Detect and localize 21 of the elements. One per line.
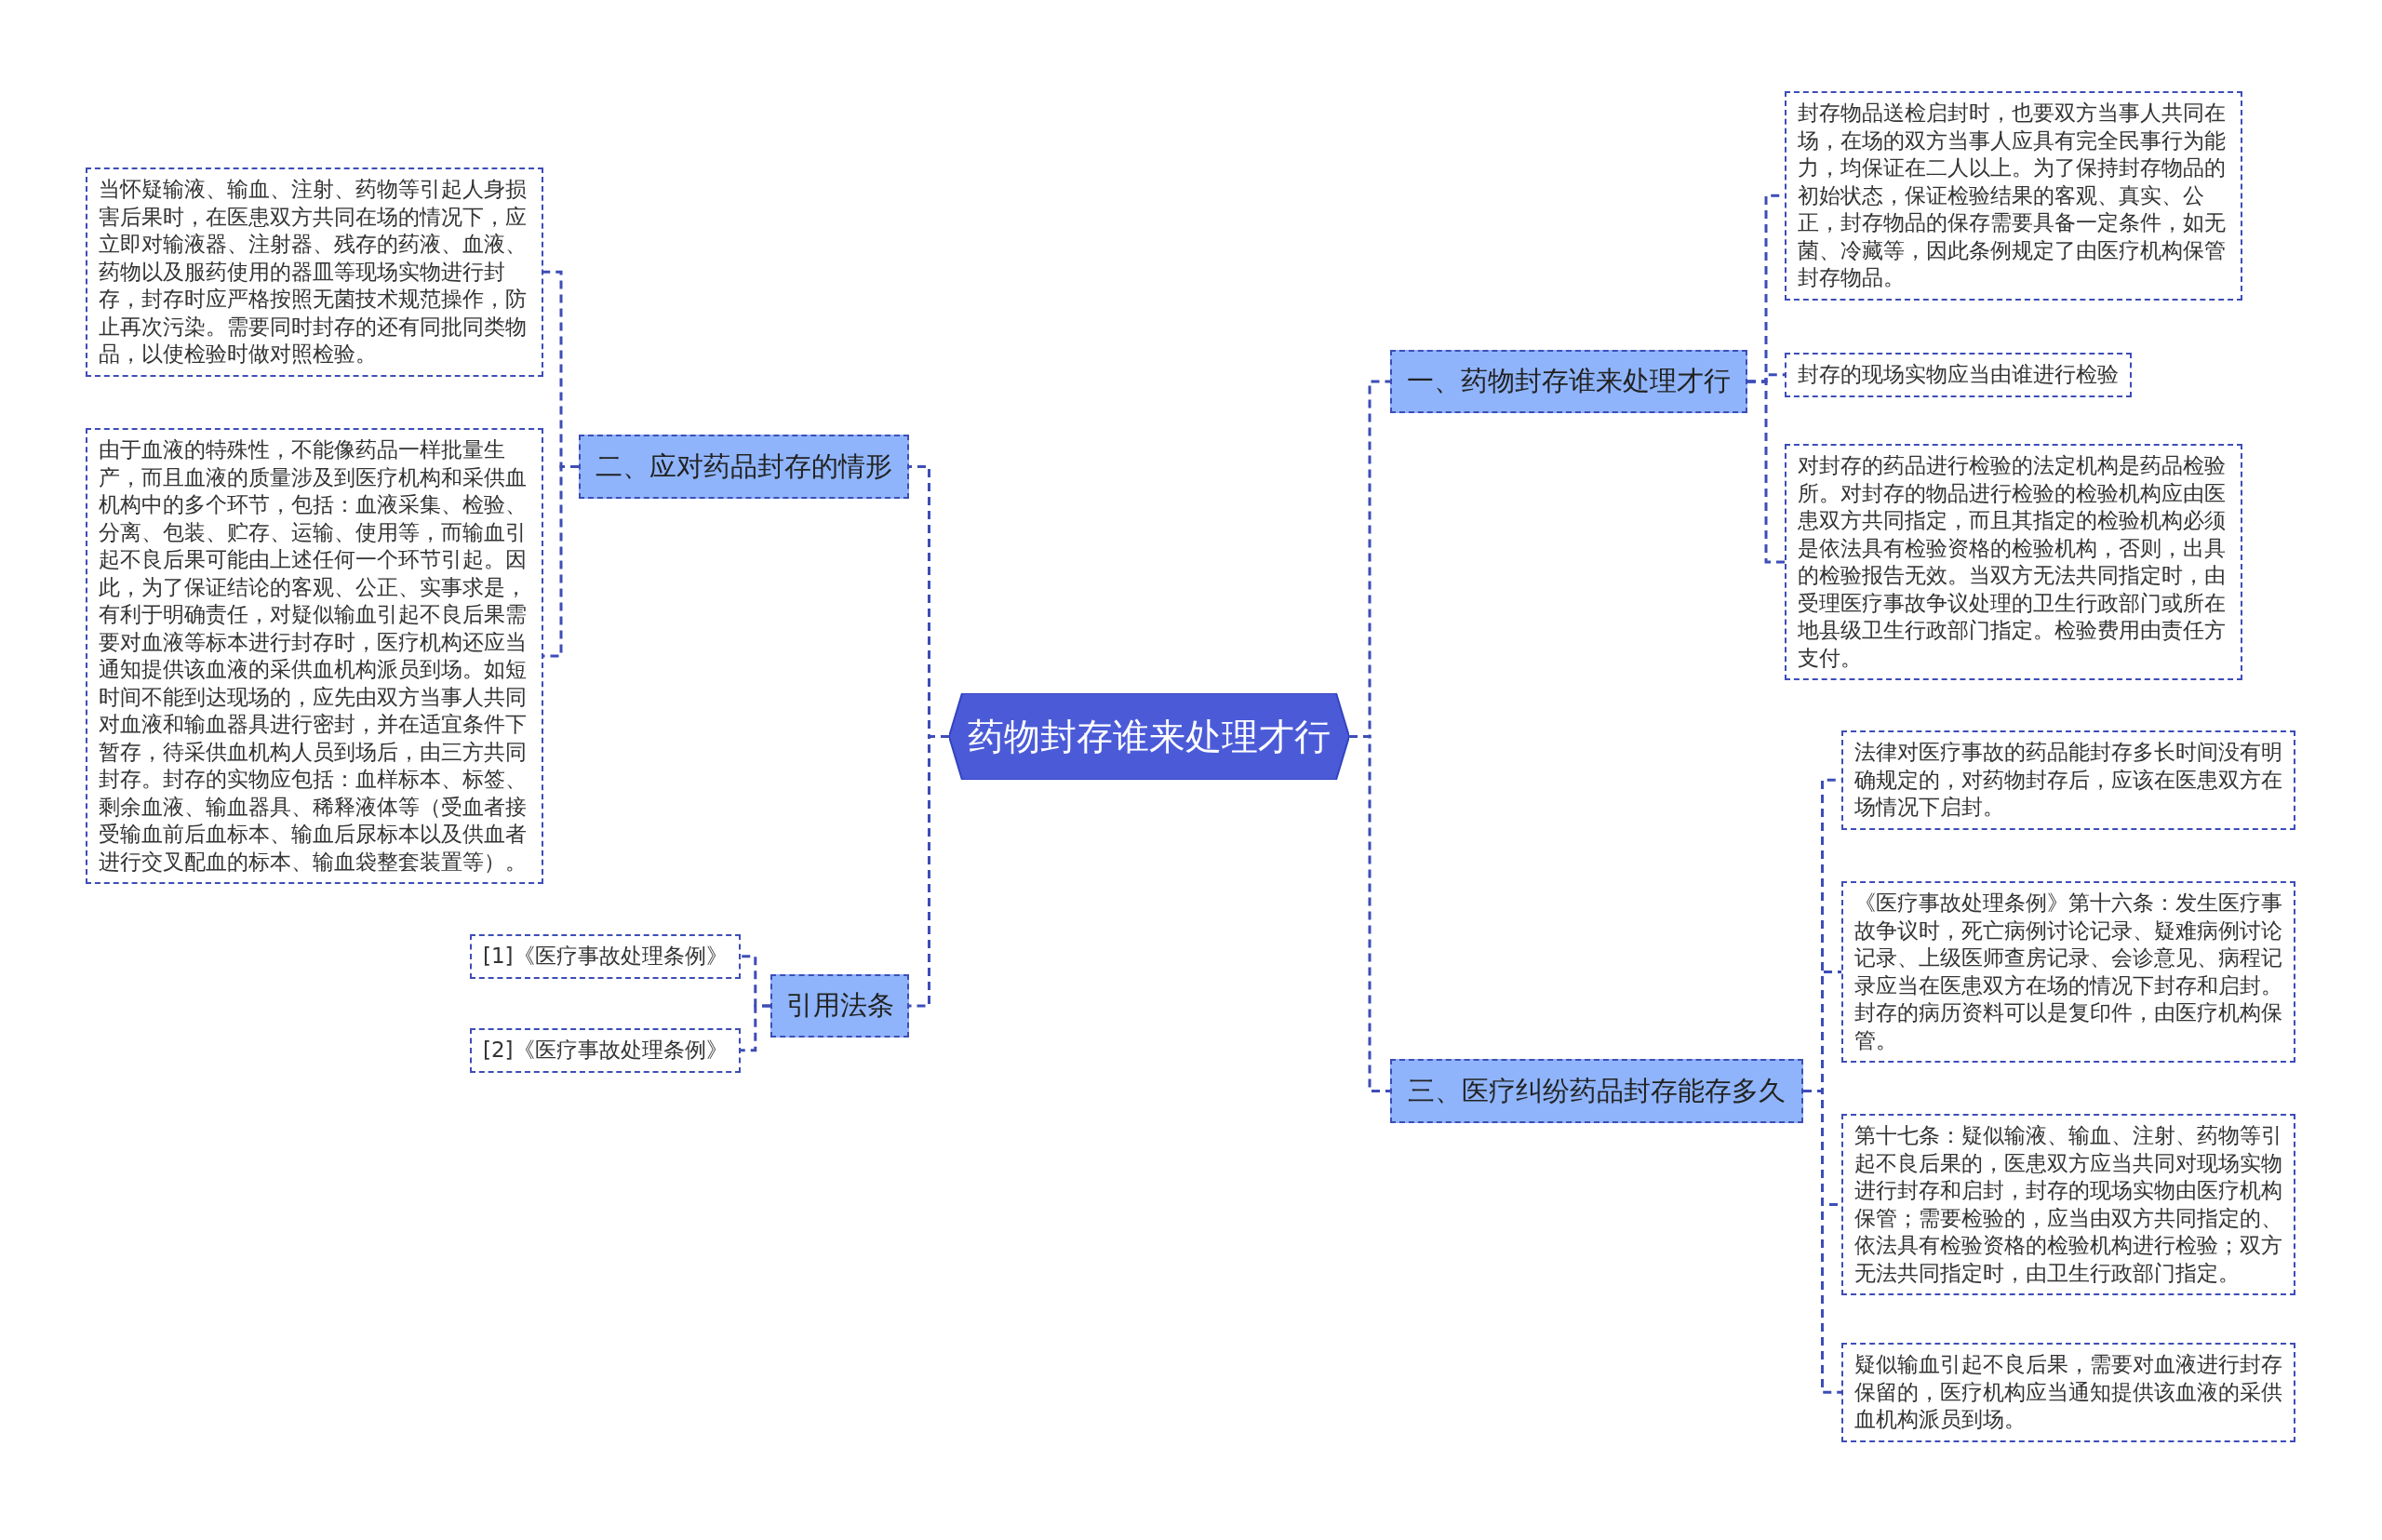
note-box: 当怀疑输液、输血、注射、药物等引起人身损害后果时，在医患双方共同在场的情况下，应立即对输液器、注射器、残存的药液、血液、药物以及服药使用的器皿等现场实物进行封存，封存时应严格按照无菌技术规范操作，防止再次污染。需要同时封存的还有同批同类物品，以使检验时做对照检验。: [86, 167, 543, 377]
topic-box: 一、药物封存谁来处理才行: [1390, 350, 1747, 413]
topic-box: 二、应对药品封存的情形: [579, 435, 909, 499]
note-box: 由于血液的特殊性，不能像药品一样批量生产，而且血液的质量涉及到医疗机构和采供血机构中的多个环节，包括：血液采集、检验、分离、包装、贮存、运输、使用等，而输血引起不良后果可能由上述任何一个环节引起。因此，为了保证结论的客观、公正、实事求是，有利于明确责任，对疑似输血引起不良后果需要对血液等标本进行封存时，医疗机构还应当通知提供该血液的采供血机构派员到场。如短时间不能到达现场的，应先由双方当事人共同对血液和输血器具进行密封，并在适宜条件下暂存，待采供血机构人员到场后，由三方共同封存。封存的实物应包括：血样标本、标签、剩余血液、输血器具、稀释液体等（受血者接受输血前后血标本、输血后尿标本以及供血者进行交叉配血的标本、输血袋整套装置等）。: [86, 428, 543, 884]
connector-line: [1803, 1090, 1841, 1394]
reference-box: [2]《医疗事故处理条例》: [470, 1028, 741, 1073]
central-topic: 药物封存谁来处理才行: [949, 693, 1349, 780]
connector-line: [1349, 735, 1390, 1092]
connector-line: [1747, 380, 1785, 564]
connector-line: [740, 1004, 770, 1052]
note-box: 第十七条：疑似输液、输血、注射、药物等引起不良后果的，医患双方应当共同对现场实物进行封存和启封，封存的现场实物由医疗机构保管；需要检验的，应当由双方共同指定的、依法具有检验资格的检验机构进行检验；双方无法共同指定时，由卫生行政部门指定。: [1841, 1114, 2295, 1295]
note-box: 对封存的药品进行检验的法定机构是药品检验所。对封存的物品进行检验的检验机构应由医患双方共同指定，而且其指定的检验机构必须是依法具有检验资格的检验机构，否则，出具的检验报告无效。当双方无法共同指定时，由受理医疗事故争议处理的卫生行政部门或所在地县级卫生行政部门指定。检验费用由责任方支付。: [1785, 444, 2242, 680]
note-box: 法律对医疗事故的药品能封存多长时间没有明确规定的，对药物封存后，应该在医患双方在场情况下启封。: [1841, 730, 2295, 830]
topic-box: 引用法条: [770, 974, 909, 1038]
note-box: 封存的现场实物应当由谁进行检验: [1785, 353, 2132, 397]
topic-box: 三、医疗纠纷药品封存能存多久: [1390, 1059, 1803, 1123]
note-box: 《医疗事故处理条例》第十六条：发生医疗事故争议时，死亡病例讨论记录、疑难病例讨论记录、上级医师查房记录、会诊意见、病程记录应当在医患双方在场的情况下封存和启封。封存的病历资料可以是复印件，由医疗机构保管。: [1841, 881, 2295, 1063]
note-box: 封存物品送检启封时，也要双方当事人共同在场，在场的双方当事人应具有完全民事行为能力，均保证在二人以上。为了保持封存物品的初始状态，保证检验结果的客观、真实、公正，封存物品的保存需要具备一定条件，如无菌、冷藏等，因此条例规定了由医疗机构保管封存物品。: [1785, 91, 2242, 301]
note-box: 疑似输血引起不良后果，需要对血液进行封存保留的，医疗机构应当通知提供该血液的采供血机构派员到场。: [1841, 1343, 2295, 1442]
reference-box: [1]《医疗事故处理条例》: [470, 934, 741, 979]
connector-line: [909, 735, 949, 1008]
